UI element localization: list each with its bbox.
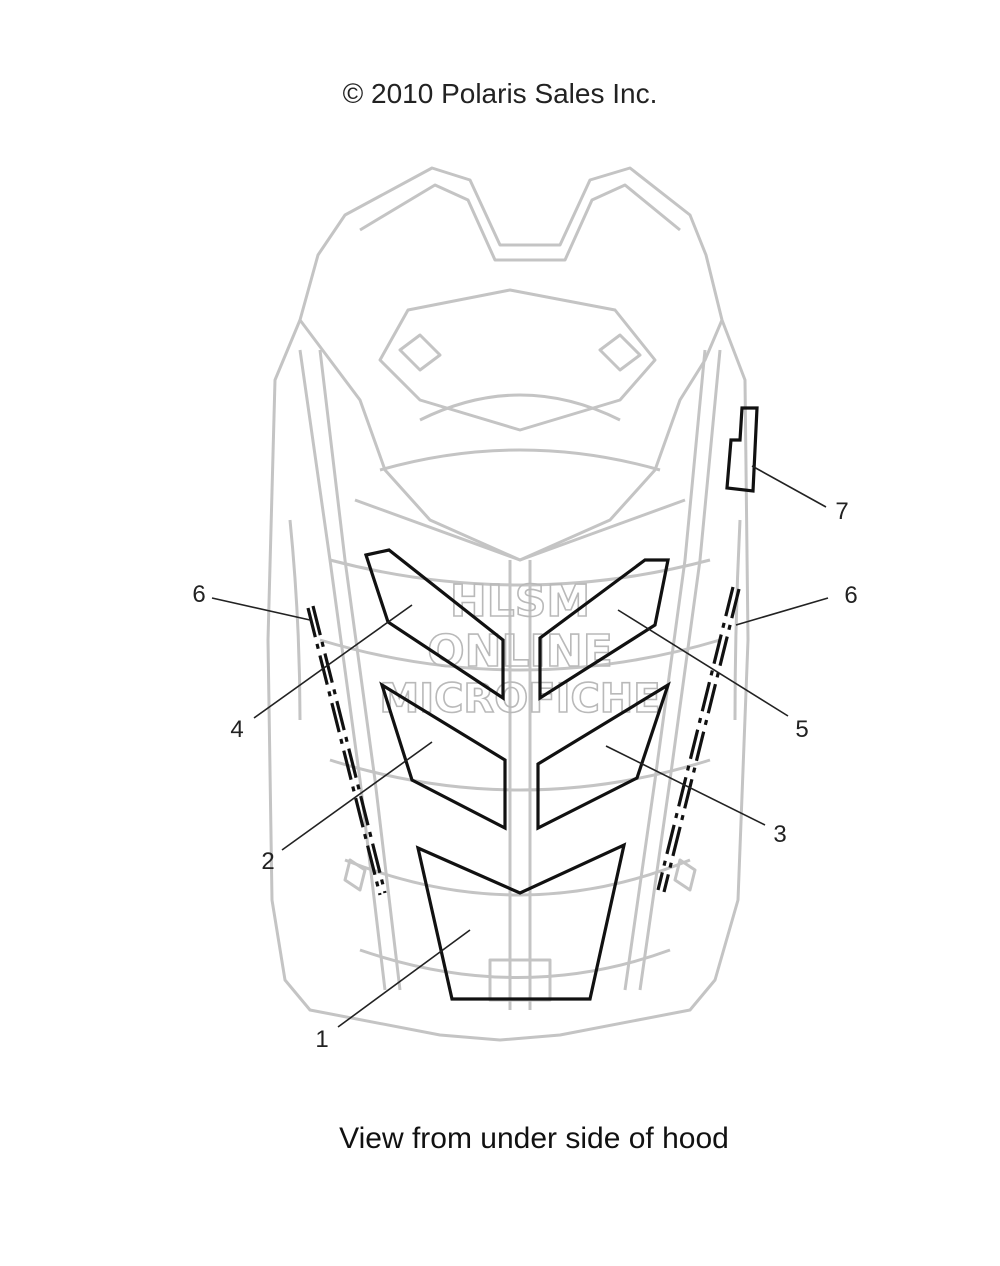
leader-4 bbox=[253, 604, 413, 719]
callout-4: 4 bbox=[230, 716, 243, 743]
decal-4[interactable] bbox=[363, 548, 505, 701]
leader-6-right bbox=[735, 597, 829, 626]
decal-3[interactable] bbox=[536, 681, 671, 831]
watermark: HLSM ONLINE MICROFICHE bbox=[379, 575, 662, 723]
decal-2[interactable] bbox=[379, 681, 507, 831]
callout-2: 2 bbox=[261, 848, 274, 875]
leader-2 bbox=[281, 741, 433, 851]
decal-5[interactable] bbox=[538, 558, 670, 701]
hood-outline bbox=[266, 166, 750, 1042]
callout-7: 7 bbox=[835, 498, 848, 525]
decal-1[interactable] bbox=[415, 842, 627, 1001]
leader-3 bbox=[605, 745, 766, 826]
decal-7[interactable] bbox=[725, 406, 759, 493]
stripe-right[interactable] bbox=[656, 586, 741, 893]
leader-6-left bbox=[211, 597, 311, 621]
diagram-caption: View from under side of hood bbox=[339, 1122, 729, 1155]
leader-1 bbox=[337, 929, 471, 1028]
callout-3: 3 bbox=[773, 821, 786, 848]
callout-6-right: 6 bbox=[844, 582, 857, 609]
callout-1: 1 bbox=[315, 1026, 328, 1053]
callout-5: 5 bbox=[795, 716, 808, 743]
stripe-left[interactable] bbox=[306, 605, 387, 896]
callout-labels: 1 2 3 4 5 6 6 7 bbox=[192, 498, 857, 1053]
watermark-line1: HLSM bbox=[450, 576, 590, 627]
leader-5 bbox=[617, 609, 789, 717]
leader-lines bbox=[211, 465, 829, 1028]
callout-6-left: 6 bbox=[192, 581, 205, 608]
leader-7 bbox=[751, 465, 827, 508]
copyright-text: © 2010 Polaris Sales Inc. bbox=[342, 78, 658, 109]
watermark-line3: MICROFICHE bbox=[379, 676, 660, 722]
